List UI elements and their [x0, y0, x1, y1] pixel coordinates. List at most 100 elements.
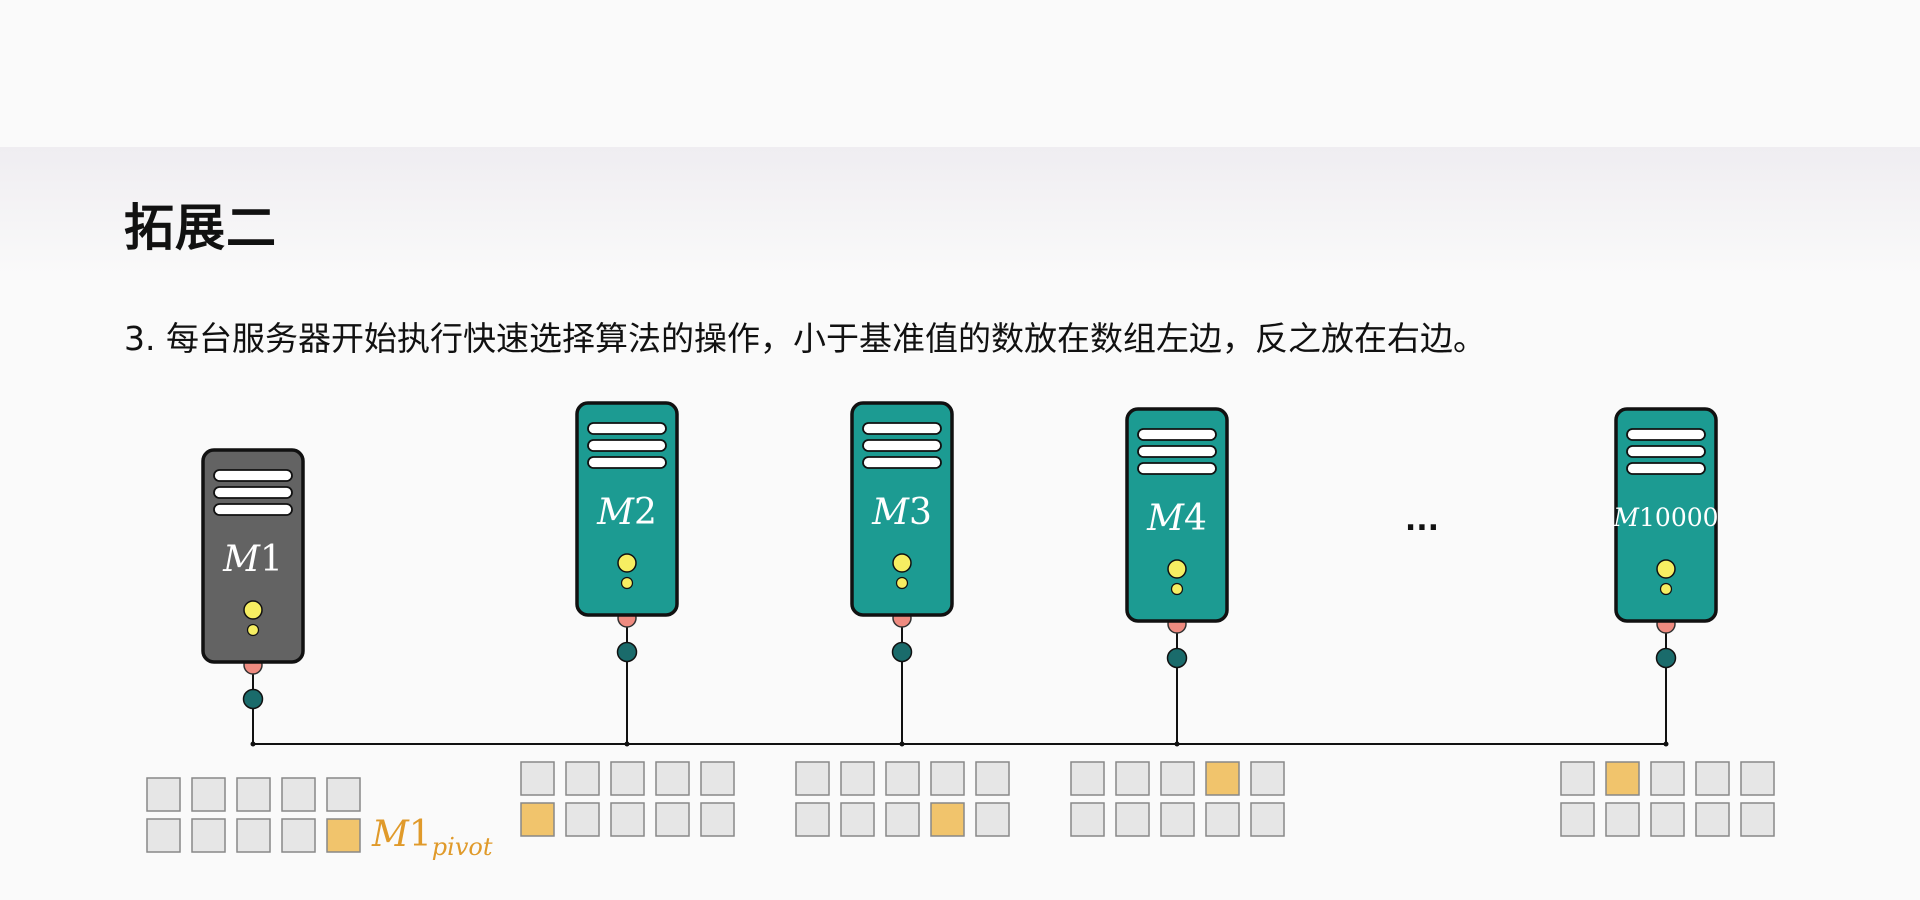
data-cell	[565, 802, 600, 837]
data-cell	[1115, 761, 1150, 796]
server-led-large	[243, 600, 263, 620]
pivot-value-cell	[930, 802, 965, 837]
data-cell	[1205, 802, 1240, 837]
slide-description: 3. 每台服务器开始执行快速选择算法的操作，小于基准值的数放在数组左边，反之放在…	[124, 319, 1486, 358]
data-cell	[885, 761, 920, 796]
bus-junction	[899, 741, 905, 747]
server-led-small	[1659, 582, 1673, 596]
server-led-small	[620, 576, 634, 590]
server-led-small	[1170, 582, 1184, 596]
connector-node	[1166, 647, 1188, 669]
server-drive-slot	[587, 422, 667, 435]
server-drive-slot	[213, 503, 293, 516]
server-drive-slot	[1137, 445, 1217, 458]
bus-junction	[1663, 741, 1669, 747]
data-cell	[975, 802, 1010, 837]
data-cell	[520, 761, 555, 796]
data-cell	[281, 818, 316, 853]
bus-junction	[624, 741, 630, 747]
pivot-value-cell	[1205, 761, 1240, 796]
data-cell	[610, 761, 645, 796]
data-cell	[146, 818, 181, 853]
server-led-small	[246, 623, 260, 637]
data-cell	[1740, 802, 1775, 837]
server-drive-slot	[1137, 428, 1217, 441]
server-icon	[850, 401, 954, 617]
data-cell	[655, 761, 690, 796]
data-cell	[191, 777, 226, 812]
data-cell	[655, 802, 690, 837]
data-cell	[1160, 761, 1195, 796]
data-array-m3	[795, 761, 1010, 837]
server-icon	[201, 448, 305, 664]
server-label: M10000	[1612, 503, 1718, 532]
server-label: M1	[222, 539, 283, 580]
slide-title: 拓展二	[124, 199, 277, 257]
data-cell	[885, 802, 920, 837]
pivot-value-cell	[520, 802, 555, 837]
data-cell	[700, 761, 735, 796]
server-node-m10000: M10000	[1560, 407, 1775, 837]
connector-node	[1655, 647, 1677, 669]
data-cell	[930, 761, 965, 796]
data-cell	[236, 818, 271, 853]
data-cell	[1070, 761, 1105, 796]
server-node-m4: M4	[1070, 407, 1285, 837]
data-cell	[1740, 761, 1775, 796]
pivot-value-cell	[1605, 761, 1640, 796]
data-cell	[1560, 802, 1595, 837]
server-node-m2: M2	[520, 401, 735, 837]
pivot-value-cell	[326, 818, 361, 853]
bus-junction	[1174, 741, 1180, 747]
server-led-large	[1167, 559, 1187, 579]
data-cell	[1650, 761, 1685, 796]
data-cell	[565, 761, 600, 796]
server-body	[575, 401, 679, 617]
data-cell	[700, 802, 735, 837]
server-icon	[575, 401, 679, 617]
server-body	[201, 448, 305, 664]
server-drive-slot	[1626, 428, 1706, 441]
server-label: M4	[1146, 498, 1207, 539]
server-body	[1125, 407, 1229, 623]
data-array-m1	[146, 777, 361, 853]
server-body	[850, 401, 954, 617]
server-node-m3: M3	[795, 401, 1010, 837]
data-cell	[191, 818, 226, 853]
server-label: M2	[596, 492, 657, 533]
data-cell	[1250, 802, 1285, 837]
data-cell	[1115, 802, 1150, 837]
server-drive-slot	[213, 486, 293, 499]
server-body	[1614, 407, 1718, 623]
server-drive-slot	[862, 422, 942, 435]
data-cell	[610, 802, 645, 837]
data-cell	[840, 761, 875, 796]
pivot-label: M1pivot	[371, 814, 493, 861]
title-band	[0, 147, 1920, 277]
data-cell	[1560, 761, 1595, 796]
server-icon	[1125, 407, 1229, 623]
data-cell	[1650, 802, 1685, 837]
data-cell	[1250, 761, 1285, 796]
data-cell	[326, 777, 361, 812]
data-cell	[146, 777, 181, 812]
connector-node	[616, 641, 638, 663]
data-cell	[1070, 802, 1105, 837]
data-array-m10000	[1560, 761, 1775, 837]
server-drive-slot	[587, 439, 667, 452]
data-cell	[1605, 802, 1640, 837]
connector-node	[242, 688, 264, 710]
connector-node	[891, 641, 913, 663]
data-array-m4	[1070, 761, 1285, 837]
server-icon	[1614, 407, 1718, 623]
data-cell	[975, 761, 1010, 796]
server-drive-slot	[213, 469, 293, 482]
server-drive-slot	[862, 439, 942, 452]
server-led-large	[1656, 559, 1676, 579]
server-led-small	[895, 576, 909, 590]
server-label: M3	[871, 492, 932, 533]
data-cell	[236, 777, 271, 812]
data-array-m2	[520, 761, 735, 837]
bus-junction	[250, 741, 256, 747]
